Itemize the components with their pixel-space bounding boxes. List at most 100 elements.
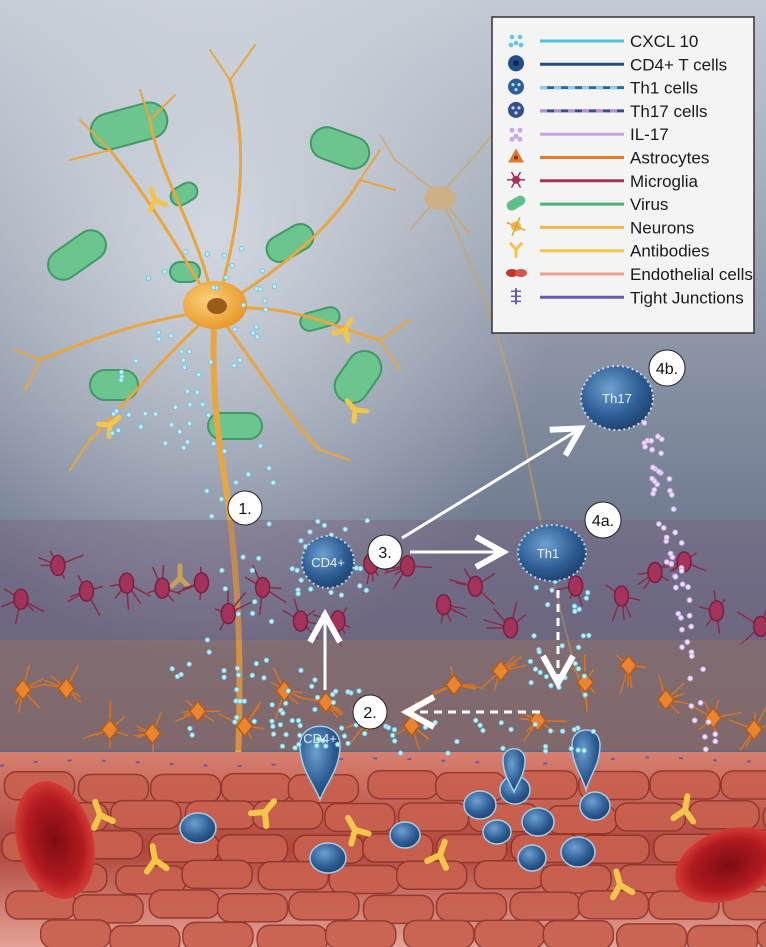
antibody (609, 868, 636, 901)
antibody (344, 398, 369, 424)
virus (309, 126, 371, 170)
endothelial-cell (324, 920, 397, 947)
endothelial-cell (149, 773, 222, 804)
cxcl10-dots-icon (508, 34, 524, 48)
astrocyte-cell (270, 667, 303, 719)
endothelial-cell (77, 773, 150, 804)
cxcl10-dots (109, 246, 597, 756)
svg-text:4b.: 4b. (656, 361, 678, 378)
endothelial-cell (688, 800, 760, 830)
svg-text:1.: 1. (238, 501, 251, 518)
cd4-cell-top: CD4+ (301, 535, 355, 589)
legend-label: CD4+ T cells (630, 55, 727, 74)
microglia-cell (384, 555, 433, 590)
antibody (345, 814, 372, 847)
legend-item: Th17 cells (508, 101, 707, 121)
endothelial-cell (756, 920, 766, 947)
microglia-cell (435, 593, 468, 624)
antibody (96, 414, 122, 439)
il17-dots-icon (509, 127, 523, 142)
legend-label: Neurons (630, 218, 694, 237)
microglia-cell (109, 572, 151, 610)
antibody (424, 838, 449, 871)
svg-text:2.: 2. (363, 705, 376, 722)
red-blood-cell (674, 827, 766, 903)
legend-label: Tight Junctions (630, 288, 744, 307)
tight-junction-icon (511, 288, 521, 305)
legend-item: Virus (506, 195, 668, 214)
endothelial-cell (540, 864, 612, 894)
endothelial-cell (762, 806, 766, 828)
neuron-icon (506, 216, 526, 236)
endothelial-cell (509, 891, 581, 921)
step-2: 2. (352, 694, 388, 730)
cd4-tcell-icon (508, 55, 524, 72)
antibody (331, 317, 354, 344)
legend-label: Endothelial cells (630, 265, 753, 284)
endothelial-cell (220, 772, 293, 803)
microglia-cell (483, 601, 526, 639)
astrocyte-cell (83, 700, 129, 748)
endothelial-cell (324, 802, 396, 833)
endothelial-cell (362, 894, 435, 925)
legend-label: IL-17 (630, 125, 669, 144)
astrocyte-icon (508, 148, 524, 163)
legend-label: Th1 cells (630, 79, 698, 98)
svg-text:3.: 3. (378, 545, 391, 562)
astrocyte-cell (297, 691, 343, 719)
il17-dots (641, 419, 719, 753)
th17-label: Th17 (602, 391, 632, 406)
endothelium (0, 752, 766, 947)
antibody (147, 186, 168, 213)
antibody-icon (508, 241, 524, 258)
microglia-cell (605, 583, 641, 622)
cd4-bottom-label: CD4+ (303, 731, 337, 746)
faint-neuron (379, 124, 586, 701)
microglia-cell (38, 550, 84, 579)
astrocyte-layer (0, 640, 766, 756)
virus (333, 349, 383, 405)
endothelial-cell (720, 770, 766, 800)
virus (207, 412, 263, 440)
endothelial-cell (614, 802, 686, 832)
endothelial-cell (109, 924, 181, 947)
legend-label: CXCL 10 (630, 32, 698, 51)
legend-label: Th17 cells (630, 102, 707, 121)
red-blood-cell (15, 781, 95, 899)
endothelial-cell (181, 859, 253, 890)
endothelial-cell (72, 894, 144, 924)
microglia-cell (736, 608, 766, 646)
microglia-cell (67, 574, 103, 616)
endothelial-cell (367, 769, 439, 800)
endothelial-cell (39, 919, 112, 947)
legend-label: Virus (630, 195, 668, 214)
th17-cell-icon (508, 101, 524, 118)
astrocyte-cell (430, 665, 481, 697)
endothelial-cell (182, 921, 254, 947)
th17-cell: Th17 (580, 365, 654, 431)
step-3: 3. (367, 534, 403, 570)
microglia-icon (507, 171, 525, 188)
endothelial-cell (148, 889, 221, 919)
astrocyte-cell (44, 665, 82, 704)
legend-item: Microglia (507, 171, 699, 191)
legend-item: CXCL 10 (508, 32, 698, 51)
endothelial-cell (473, 919, 546, 947)
virus (89, 369, 139, 401)
tcells-in-blood (179, 775, 611, 874)
microglia-cell (147, 564, 182, 602)
antibody (143, 843, 170, 875)
microglia-cell (449, 568, 496, 606)
antibody (91, 798, 116, 831)
cd4-top-label: CD4+ (311, 555, 345, 570)
endothelial-cell (396, 860, 468, 891)
endothelial-cell (615, 923, 688, 947)
virus-icon (506, 195, 526, 211)
th1-cell-icon (508, 78, 524, 95)
th1-cell: Th1 (517, 524, 587, 582)
step-4b: 4b. (648, 349, 686, 387)
microglia-cell (637, 558, 673, 590)
